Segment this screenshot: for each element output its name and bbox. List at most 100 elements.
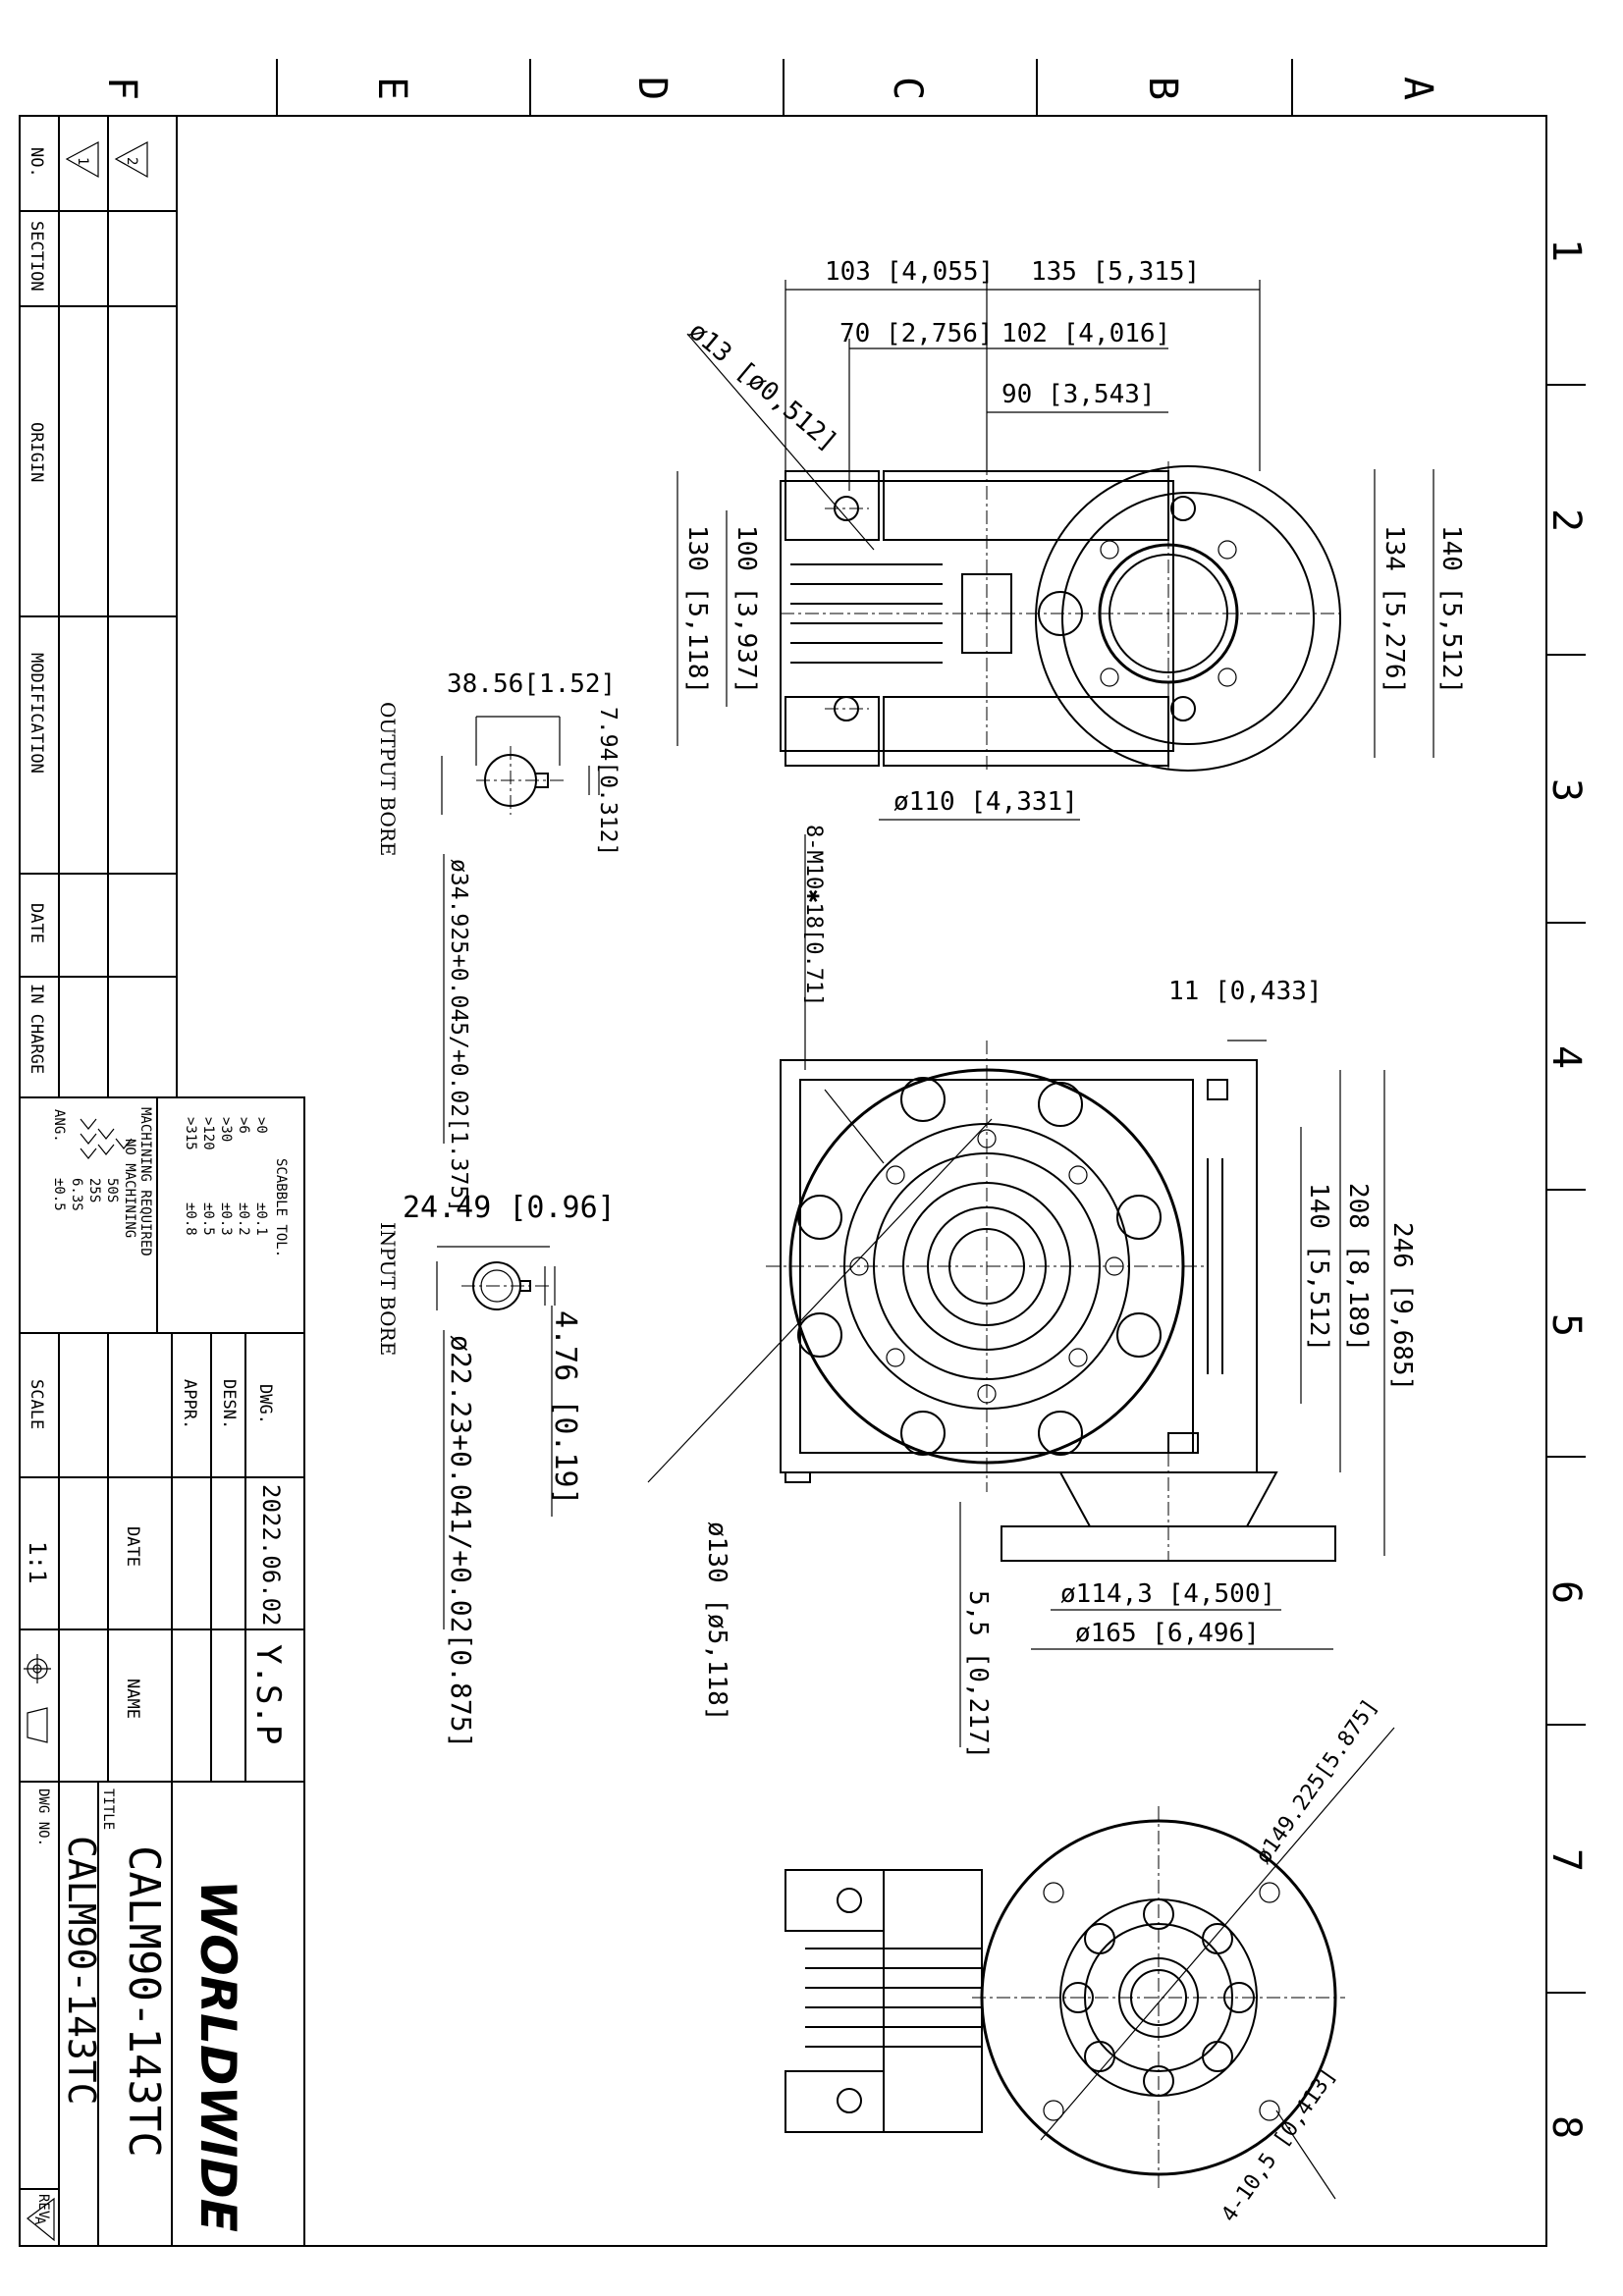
dim-top-140: 140 [5,512]	[1436, 525, 1466, 694]
finish-value-2: 6.3S	[69, 1178, 84, 1211]
dim-top-hole: ø13 [ø0,512]	[683, 316, 843, 457]
rev-header-in-charge: IN CHARGE	[27, 984, 46, 1074]
appr-label: APPR.	[180, 1379, 199, 1429]
finish-value-0: 50S	[104, 1178, 120, 1202]
angle-tolerance: ±0.5	[51, 1178, 67, 1211]
dim-mid-1143: ø114,3 [4,500]	[1060, 1579, 1275, 1609]
projection-symbol-icon	[24, 1654, 51, 1743]
dim-mid-11: 11 [0,433]	[1168, 977, 1323, 1006]
output-bore-view: OUTPUT BORE 38.56[1.52] 7.94[0.312] ø34.…	[376, 669, 621, 1212]
gearbox-top-view: 103 [4,055] 135 [5,315] 70 [2,756] 102 […	[676, 257, 1466, 821]
dim-input-bore: ø22.23+0.041/+0.02[0.875]	[445, 1335, 477, 1748]
zone-row-6: 6	[1543, 1580, 1589, 1604]
dim-mid-246: 246 [9,685]	[1387, 1222, 1417, 1391]
zone-row-1: 1	[1543, 239, 1589, 262]
no-machining-label: NO MACHINING	[122, 1139, 137, 1238]
dim-mid-55: 5,5 [0,217]	[963, 1590, 993, 1759]
dim-top-110: ø110 [4,331]	[893, 787, 1078, 817]
machining-required-label: MACHINING REQUIRED	[137, 1107, 153, 1256]
zone-row-5: 5	[1543, 1313, 1589, 1337]
output-bore-label: OUTPUT BORE	[376, 702, 400, 856]
name-label: NAME	[123, 1679, 142, 1719]
input-bore-label: INPUT BORE	[376, 1222, 400, 1356]
dim-output-bore: ø34.925+0.045/+0.02[1.375]	[446, 859, 471, 1212]
tol-value-0: ±0.1	[253, 1202, 269, 1236]
finish-value-1: 25S	[86, 1178, 102, 1202]
rev-header-modification: MODIFICATION	[27, 653, 46, 774]
tolerance-table: SCABBLE TOL. >0 ±0.1 >6 ±0.2 >30 ±0.3 >1…	[19, 1096, 305, 1334]
tolerance-title: SCABBLE TOL.	[273, 1158, 289, 1257]
dim-output-38: 38.56[1.52]	[447, 669, 616, 699]
zone-col-e: E	[369, 77, 414, 100]
tol-value-4: ±0.8	[183, 1202, 198, 1236]
rev-triangle	[27, 2197, 55, 2242]
date-value: 2022.06.02	[257, 1484, 285, 1627]
zone-row-4: 4	[1543, 1045, 1589, 1069]
zone-col-f: F	[99, 77, 144, 100]
tol-range-2: >30	[218, 1117, 234, 1142]
dim-top-134: 134 [5,276]	[1380, 525, 1409, 694]
drawing-border	[19, 59, 1586, 2247]
tol-value-2: ±0.3	[218, 1202, 234, 1236]
dim-mid-130: ø130 [ø5,118]	[702, 1522, 731, 1722]
dim-bottom-149: ø149.225[5.875]	[1251, 1694, 1382, 1868]
title-value: CALM90-143TC	[119, 1845, 169, 2158]
rev-header-date: DATE	[27, 903, 46, 943]
dim-mid-165: ø165 [6,496]	[1075, 1619, 1260, 1648]
scale-label: SCALE	[27, 1379, 46, 1429]
zone-column-labels: F E D C B A	[99, 77, 1440, 100]
dim-input-476: 4.76 [0.19]	[548, 1310, 582, 1506]
rev-mark-2: 2	[124, 157, 139, 165]
zone-col-c: C	[885, 77, 930, 100]
dim-mid-thread: 8-M10✱18[0.71]	[801, 825, 826, 1006]
angle-label: ANG.	[51, 1109, 67, 1143]
scale-value: 1:1	[24, 1541, 51, 1583]
dim-mid-208: 208 [8,189]	[1343, 1183, 1373, 1352]
date-label: DATE	[123, 1526, 142, 1567]
dwg-label: DWG.	[255, 1384, 275, 1424]
dwg-no-label: DWG NO.	[35, 1789, 51, 1846]
zone-row-2: 2	[1543, 508, 1589, 532]
zone-col-b: B	[1140, 77, 1185, 100]
dim-input-2449: 24.49 [0.96]	[403, 1191, 616, 1225]
dim-top-130: 130 [5,118]	[682, 525, 712, 694]
rev-header-origin: ORIGIN	[27, 422, 46, 482]
tol-range-0: >0	[253, 1117, 269, 1134]
zone-row-7: 7	[1543, 1848, 1589, 1872]
tol-range-4: >315	[183, 1117, 198, 1150]
dim-output-794: 7.94[0.312]	[595, 707, 621, 856]
revision-table: NO. SECTION ORIGIN MODIFICATION DATE IN …	[19, 115, 178, 1098]
input-bore-view: INPUT BORE 24.49 [0.96] 4.76 [0.19] ø22.…	[376, 1191, 616, 1748]
title-label: TITLE	[100, 1789, 116, 1830]
dim-top-70: 70 [2,756]	[839, 319, 994, 348]
surface-finish-symbols	[80, 1118, 133, 1159]
dim-top-100: 100 [3,937]	[731, 525, 761, 694]
tol-range-3: >120	[200, 1117, 216, 1150]
tol-range-1: >6	[236, 1117, 251, 1134]
rev-header-section: SECTION	[27, 221, 46, 292]
zone-col-d: D	[629, 77, 675, 100]
gearbox-front-view: 8-M10✱18[0.71] 11 [0,433] 140 [5,512] 20…	[647, 825, 1417, 1759]
zone-row-3: 3	[1543, 778, 1589, 802]
dim-top-102: 102 [4,016]	[1001, 319, 1170, 348]
zone-row-labels: 1 2 3 4 5 6 7 8	[1543, 239, 1589, 2139]
dim-top-135: 135 [5,315]	[1031, 257, 1200, 287]
company-logo: WORLDWIDE	[189, 1880, 246, 2232]
name-value: Y.S.P	[248, 1644, 288, 1744]
dim-top-90: 90 [3,543]	[1001, 380, 1156, 409]
tol-value-1: ±0.2	[236, 1202, 251, 1236]
desn-label: DESN.	[219, 1379, 239, 1429]
tol-value-3: ±0.5	[200, 1202, 216, 1236]
rev-triangle-1	[65, 141, 99, 179]
dim-mid-140: 140 [5,512]	[1304, 1183, 1333, 1352]
dim-bottom-holes: 4-10,5 [0,413]	[1217, 2063, 1341, 2226]
rev-value: A	[31, 2216, 47, 2225]
rev-mark-1: 1	[75, 157, 90, 165]
rev-header-no: NO.	[27, 147, 46, 178]
rev-triangle-2	[114, 141, 148, 179]
zone-col-a: A	[1395, 77, 1440, 100]
title-block: DWG. DESN. APPR. DATE NAME SCALE TITLE D…	[19, 1332, 305, 2247]
zone-row-8: 8	[1543, 2115, 1589, 2139]
gearbox-side-view: ø149.225[5.875] 4-10,5 [0,413]	[784, 1694, 1395, 2226]
